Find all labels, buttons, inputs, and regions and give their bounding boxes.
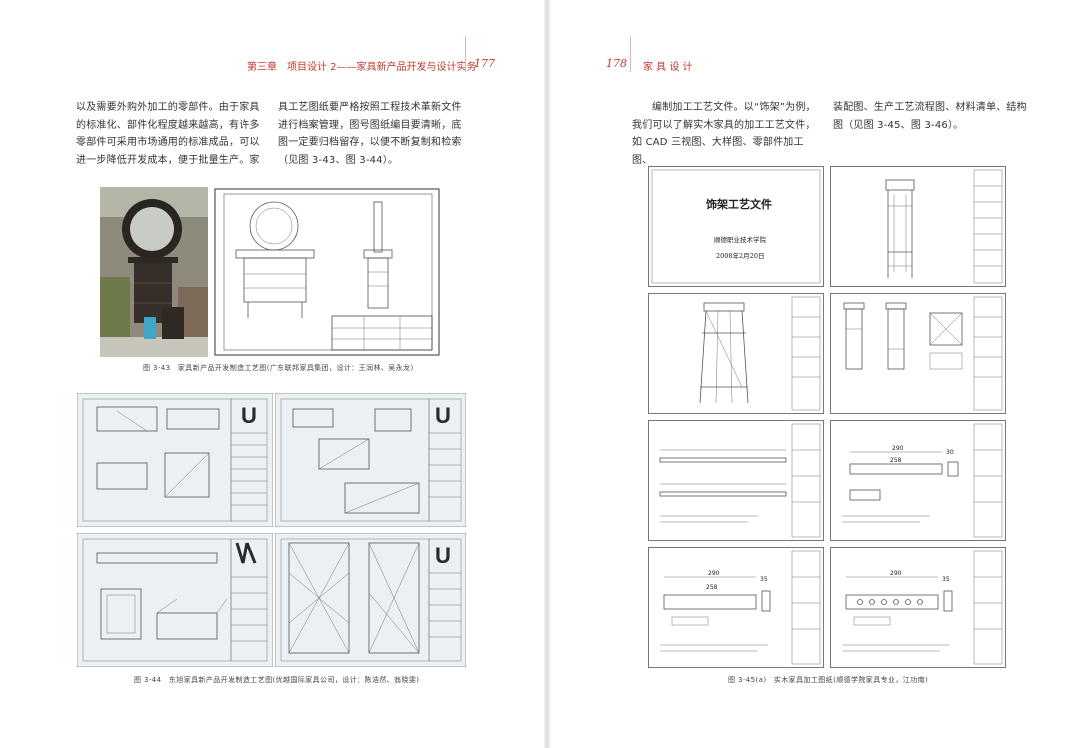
left-running-header: 第三章 项目设计 2——家具新产品开发与设计实务 — [247, 62, 477, 73]
part4-dim-290: 290 — [890, 570, 902, 577]
cover-title: 饰架工艺文件 — [706, 197, 772, 211]
fig-3-45-part-drawing-4: 290 35 — [830, 547, 1006, 668]
figure-3-43-caption: 图 3-43 家具新产品开发制造工艺图(广东联邦家具集团，设计：王润林、吴永龙) — [143, 364, 414, 372]
sheet-3-logo-icon — [235, 542, 257, 564]
part2-dim-258: 258 — [890, 457, 902, 464]
fig-3-45-orthographic — [830, 293, 1006, 414]
figure-3-45-caption: 图 3-45(a) 实木家具加工图纸(顺德学院家具专业，江功南) — [728, 676, 929, 684]
right-body-column-2: 装配图、生产工艺流程图、材料清单、结构图（见图 3-45、图 3-46）。 — [833, 102, 1027, 131]
right-page: 178 家 具 设 计 编制加工工艺文件。以“饰架”为例，我们可以了解实木家具的… — [550, 0, 1076, 748]
fig-3-45-cover-sheet: 饰架工艺文件 顺德职业技术学院 2008年2月20日 — [648, 166, 824, 287]
right-running-header: 家 具 设 计 — [643, 62, 693, 73]
figure-3-43-photo — [100, 187, 208, 357]
part4-dim-35: 35 — [942, 576, 950, 583]
fig-3-45-shelf-perspective — [830, 166, 1006, 287]
book-gutter — [544, 0, 552, 748]
figure-3-44-caption: 图 3-44 东旭家具新产品开发制造工艺图(优越国际家具公司，设计：陈浩然、翁晓… — [134, 676, 420, 684]
figure-3-44-sheet-1: U — [76, 392, 274, 528]
part3-dim-258: 258 — [706, 584, 718, 591]
figure-3-44-sheet-3 — [76, 532, 274, 668]
right-page-number: 178 — [606, 57, 627, 70]
cover-date: 2008年2月20日 — [716, 251, 764, 260]
sheet-2-logo: U — [435, 403, 451, 428]
figure-3-43-drawing — [214, 188, 440, 356]
part3-dim-290: 290 — [708, 570, 720, 577]
fig-3-45-part-drawing-3: 290 35 258 — [648, 547, 824, 668]
cover-school: 顺德职业技术学院 — [714, 235, 767, 244]
fig-3-45-shelf-views — [648, 293, 824, 414]
right-body-column-1: 编制加工工艺文件。以“饰架”为例，我们可以了解实木家具的加工工艺文件，如 CAD… — [632, 102, 816, 166]
left-body-column-1: 以及需要外购外加工的零部件。由于家具的标准化、部件化程度越来越高，有许多零部件可… — [76, 102, 260, 166]
left-page: 第三章 项目设计 2——家具新产品开发与设计实务 177 以及需要外购外加工的零… — [76, 36, 495, 684]
part2-dim-290: 290 — [892, 445, 904, 452]
left-page-number: 177 — [474, 57, 495, 70]
figure-3-44-sheet-4: U — [274, 532, 467, 668]
part3-dim-35: 35 — [760, 576, 768, 583]
sheet-4-logo: U — [435, 543, 451, 568]
right-header-rule — [630, 36, 631, 72]
part2-dim-30: 30 — [946, 449, 954, 456]
figure-3-44-sheet-2: U — [274, 392, 467, 528]
left-body-column-2: 具工艺图纸要严格按照工程技术革新文件进行档案管理，图号图纸编目要清晰，底图一定要… — [278, 102, 462, 166]
fig-3-45-part-drawing-1 — [648, 420, 824, 541]
left-header-rule — [465, 36, 466, 72]
sheet-1-logo: U — [241, 403, 257, 428]
fig-3-45-part-drawing-2: 290 30 258 — [830, 420, 1006, 541]
